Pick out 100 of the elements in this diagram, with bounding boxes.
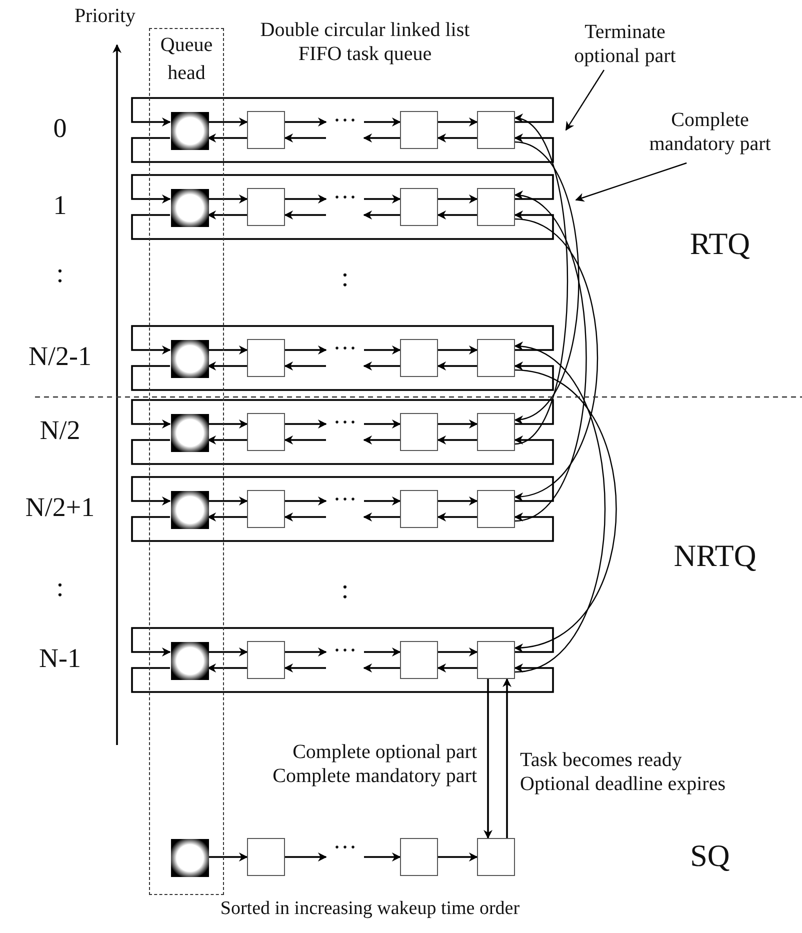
arrow: [285, 118, 327, 126]
curved-arrow: [514, 192, 587, 522]
task-node: [247, 641, 285, 679]
task-node: [247, 490, 285, 528]
ellipsis: ···: [326, 188, 364, 226]
arrow: [284, 664, 326, 672]
task-node: [400, 339, 438, 377]
arrow: [364, 420, 401, 428]
loop-arrow: [131, 362, 554, 391]
loop-arrow: [131, 134, 554, 163]
queue-head-node: [171, 189, 209, 227]
task-node: [477, 413, 515, 451]
task-node: [477, 641, 515, 679]
arrow: [208, 346, 248, 354]
arrow: [207, 134, 247, 142]
arrow: [284, 362, 326, 370]
arrow: [363, 436, 400, 444]
arrow: [207, 210, 247, 220]
queue-head-node: [171, 491, 209, 529]
arrow: [284, 210, 326, 220]
arrow: [284, 134, 326, 142]
task-node: [477, 490, 515, 528]
ellipsis: ···: [326, 339, 364, 377]
arrow: [364, 194, 401, 204]
arrow: [437, 512, 477, 522]
arrow: [364, 852, 401, 862]
leader-line: [566, 70, 604, 131]
arrow: [207, 436, 247, 444]
arrow: [285, 852, 327, 862]
ellipsis: :: [55, 572, 65, 603]
arrow: [437, 134, 477, 142]
arrow: [208, 852, 248, 862]
loop-arrow: [131, 627, 554, 656]
ellipsis: :: [55, 258, 65, 289]
ellipsis: ···: [326, 641, 364, 679]
arrow: [364, 118, 401, 126]
loop-arrow: [131, 174, 554, 204]
queue-name: SQ: [689, 838, 731, 873]
queue-head-node: [171, 414, 209, 452]
priority-level: 1: [52, 190, 68, 221]
arrow: [438, 118, 478, 126]
curved-arrow: [514, 141, 580, 422]
arrow: [364, 346, 401, 354]
task-node: [247, 111, 285, 149]
task-node: [247, 339, 285, 377]
priority-level: N/2: [38, 415, 82, 446]
arrow: [438, 648, 478, 656]
arrow: [364, 648, 401, 656]
queue-name: NRTQ: [672, 538, 758, 573]
task-node: [477, 111, 515, 149]
ellipsis: ···: [326, 111, 364, 149]
ellipsis: ···: [326, 838, 364, 876]
ellipsis: ···: [326, 413, 364, 451]
priority-level: N-1: [38, 643, 82, 674]
arrow: [438, 194, 478, 204]
ellipsis: :: [340, 262, 350, 293]
arrow: [285, 648, 327, 656]
arrow: [438, 496, 478, 506]
loop-arrow: [131, 436, 554, 465]
arrow: [363, 512, 400, 522]
curved-arrow: [514, 218, 598, 500]
task-node: [400, 838, 438, 876]
axis-title: Priority: [73, 4, 137, 28]
queue-head-column: [149, 28, 224, 895]
task-node: [247, 413, 285, 451]
ellipsis: ···: [326, 490, 364, 528]
loop-arrow: [131, 325, 554, 354]
loop-arrow: [131, 399, 554, 428]
task-node: [247, 188, 285, 226]
arrow: [437, 664, 477, 672]
arrow: [437, 362, 477, 370]
arrow: [284, 436, 326, 444]
arrow: [502, 678, 512, 838]
footnote: Sorted in increasing wakeup time order: [219, 897, 521, 920]
priority-level: N/2-1: [28, 341, 92, 372]
queue-head-node: [171, 340, 209, 378]
arrow: [438, 852, 478, 862]
arrow: [207, 512, 247, 522]
queue-name: RTQ: [688, 226, 752, 261]
task-node: [477, 188, 515, 226]
priority-level: 0: [52, 113, 68, 144]
curved-arrow: [514, 116, 568, 445]
queue-head-node: [171, 112, 209, 150]
arrow: [207, 664, 247, 672]
arrow: [208, 194, 248, 204]
arrow: [364, 496, 401, 506]
curved-arrow: [514, 343, 606, 673]
task-node: [247, 838, 285, 876]
arrow: [438, 346, 478, 354]
arrow: [437, 436, 477, 444]
queue-head-node: [171, 839, 209, 877]
arrow: [438, 420, 478, 428]
arrow: [285, 420, 327, 428]
loop-arrow: [131, 97, 554, 126]
annotation-text: Complete mandatory part: [632, 108, 788, 163]
arrow: [284, 512, 326, 522]
task-node: [477, 838, 515, 876]
arrow: [363, 664, 400, 672]
arrow: [363, 134, 400, 142]
curved-arrow: [514, 369, 617, 652]
